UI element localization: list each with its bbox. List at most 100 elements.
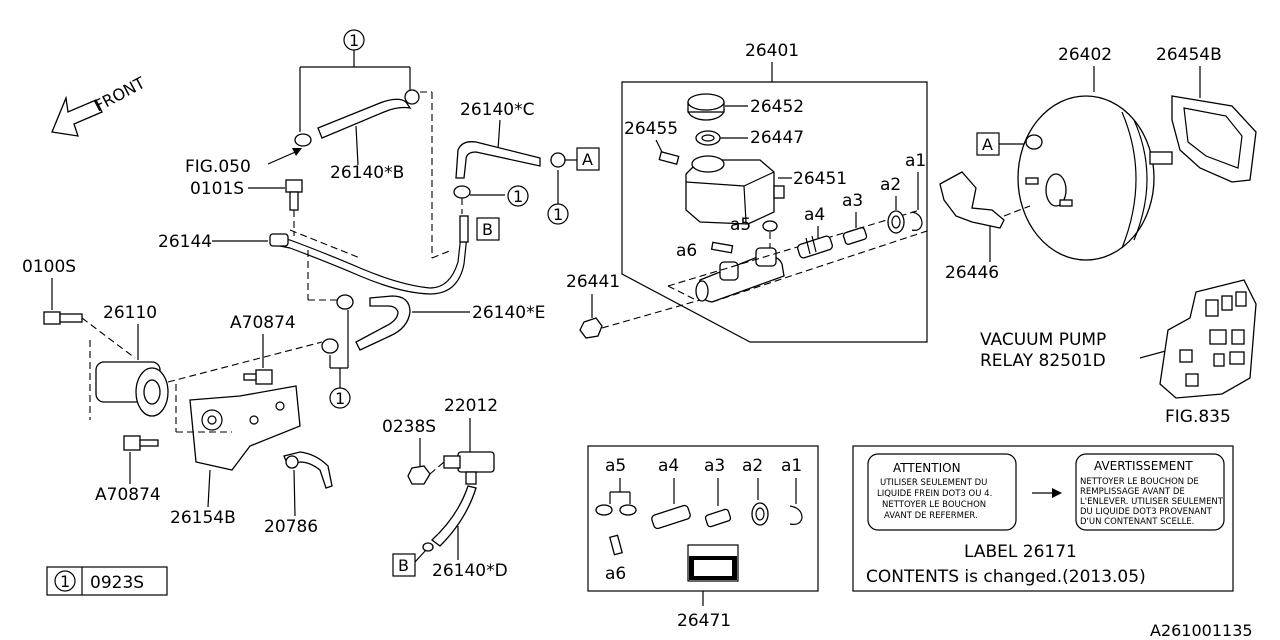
master-cylinder-body: [695, 247, 785, 303]
attention-line-2: LIQUIDE FREIN DOT3 OU 4.: [877, 489, 992, 499]
avert-line-4: DU LIQUIDE DOT3 PROVENANT: [1080, 507, 1213, 517]
label-26110: 26110: [103, 303, 157, 323]
warning-label-box: [852, 445, 1234, 592]
hose-26140c: [453, 141, 566, 214]
clip-a1: [911, 211, 923, 231]
avert-line-5: D'UN CONTENANT SCELLE.: [1080, 517, 1194, 527]
label-26454b: 26454B: [1156, 45, 1222, 65]
label-20786: 20786: [264, 517, 318, 537]
callout-circle-c: 1: [513, 187, 523, 206]
box-piston-a4: [651, 478, 691, 530]
seal-26447: [695, 130, 721, 146]
attention-line-4: AVANT DE REFERMER.: [884, 511, 978, 521]
callout-circle-c2: 1: [553, 205, 563, 224]
ring-a2: [887, 210, 905, 234]
ref-box-a-left: A: [582, 150, 593, 169]
label-a70874-bottom: A70874: [95, 485, 161, 505]
legend: [46, 566, 168, 596]
assembly-box-26401: [621, 81, 928, 343]
avert-line-2: REMPLISSAGE AVANT DE: [1080, 487, 1185, 497]
vacuum-pump-line1: VACUUM PUMP: [980, 330, 1106, 350]
attention-line-1: UTILISER SEULEMENT DU: [880, 478, 987, 488]
callout-circle-e: 1: [335, 389, 345, 408]
grommet-a5: [762, 220, 778, 232]
label-26144: 26144: [158, 232, 212, 252]
sensor-22012: [443, 451, 495, 485]
box-ring-a2: [751, 478, 769, 526]
ref-box-b-bottom: B: [398, 556, 409, 575]
label-26140d: 26140*D: [432, 561, 508, 581]
box-grommet-a5: [595, 478, 637, 516]
fig-835-ref: FIG.835: [1165, 407, 1231, 427]
bolt-a70874-bottom: [123, 435, 159, 451]
ref-box-a-right: A: [982, 135, 993, 154]
label-26140b: 26140*B: [330, 163, 404, 183]
legend-circle: 1: [60, 572, 70, 591]
label-26402: 26402: [1058, 45, 1112, 65]
label-26140e: 26140*E: [472, 303, 545, 323]
relay-box-82501d: [1159, 279, 1257, 399]
brake-booster-26402: [1017, 95, 1173, 261]
box-sub-label-a5: a5: [605, 456, 626, 476]
box-sub-label-a6: a6: [605, 564, 626, 584]
bracket-26154b: [175, 384, 301, 471]
box-pin-a6: [609, 534, 623, 556]
label-26154b: 26154B: [170, 508, 236, 528]
label-26401: 26401: [745, 41, 799, 61]
label-0101s: 0101S: [190, 179, 244, 199]
pipe-26144: [269, 215, 469, 301]
label-26140c: 26140*C: [460, 100, 534, 120]
hose-26140d: [422, 485, 477, 552]
front-arrow: [51, 95, 103, 137]
label-26451: 26451: [793, 169, 847, 189]
fig-050-ref: FIG.050: [185, 157, 251, 177]
bolt-0100s: [43, 311, 83, 325]
sub-label-a6: a6: [676, 241, 697, 261]
front-label: FRONT: [91, 73, 148, 116]
bracket-26446: [939, 171, 1005, 229]
gasket-26454b: [1171, 95, 1257, 183]
fluid-container: [687, 544, 739, 582]
avert-line-3: L'ENLEVER. UTILISER SEULEMENT: [1080, 497, 1224, 507]
avert-title: AVERTISSEMENT: [1094, 459, 1193, 473]
hose-26140b: [294, 89, 453, 259]
ref-box-b-top: B: [482, 220, 493, 239]
label-26471: 26471: [677, 611, 731, 631]
sub-label-a4: a4: [804, 205, 825, 225]
box-clip-a1: [789, 478, 803, 525]
sub-label-a3: a3: [842, 191, 863, 211]
bolt-a70874-top: [243, 369, 273, 385]
avert-line-1: NETTOYER LE BOUCHON DE: [1080, 477, 1199, 487]
box-piston-a3: [704, 478, 732, 528]
label-line: LABEL 26171: [964, 542, 1077, 562]
label-26446: 26446: [945, 263, 999, 283]
bolt-0101s: [285, 179, 303, 211]
piston-a3: [842, 227, 868, 245]
nut-26441: [579, 317, 603, 339]
callout-group-top: [299, 29, 411, 132]
callout-circle: 1: [349, 31, 359, 50]
piston-a4: [797, 235, 833, 259]
contents-line: CONTENTS is changed.(2013.05): [866, 567, 1146, 587]
label-26447: 26447: [750, 128, 804, 148]
reservoir-26451: [685, 155, 785, 225]
legend-part: 0923S: [90, 573, 144, 593]
vacuum-pump-line2: RELAY 82501D: [980, 351, 1106, 371]
box-sub-label-a4: a4: [658, 456, 679, 476]
hose-26140e: [321, 294, 411, 354]
label-22012: 22012: [444, 396, 498, 416]
nut-0238s: [407, 465, 431, 485]
pin-26455: [658, 151, 680, 165]
attention-title: ATTENTION: [893, 461, 961, 475]
cap-26452: [687, 93, 725, 121]
box-sub-label-a1: a1: [781, 456, 802, 476]
box-sub-label-a2: a2: [742, 456, 763, 476]
label-26452: 26452: [750, 97, 804, 117]
sub-label-a1: a1: [905, 151, 926, 171]
drawing-number: A261001135: [1150, 621, 1253, 640]
sub-label-a2: a2: [880, 175, 901, 195]
label-0100s: 0100S: [22, 257, 76, 277]
attention-line-3: NETTOYER LE BOUCHON: [882, 500, 986, 510]
vacuum-pump-26110: [89, 340, 169, 420]
